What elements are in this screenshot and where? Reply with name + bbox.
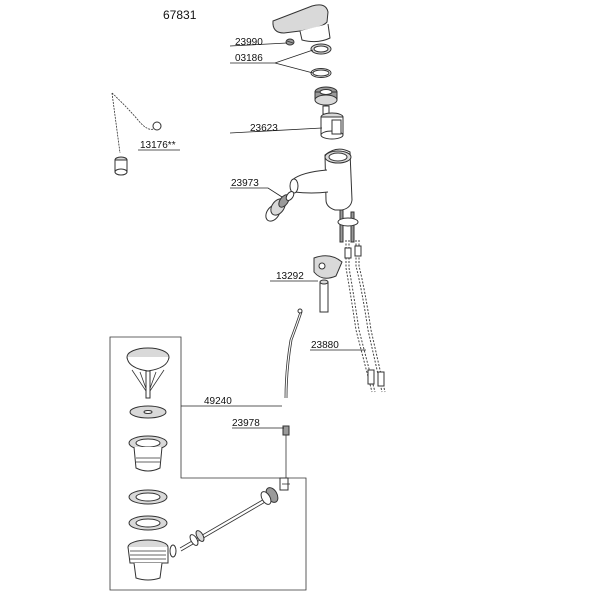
popup-body-part <box>127 539 177 581</box>
chain-plug-part <box>111 92 162 176</box>
pivot-rod-part <box>179 487 279 552</box>
part-label-23973: 23973 <box>231 178 259 189</box>
lever-bracket-part <box>313 255 343 313</box>
strap-clip-part <box>279 477 290 491</box>
part-label-13176: 13176** <box>140 140 176 151</box>
popup-flange-part <box>128 435 168 472</box>
part-label-03186: 03186 <box>235 53 263 64</box>
handle-lever-part <box>272 4 331 43</box>
lift-rod-part <box>282 308 303 478</box>
cartridge-nut-part <box>314 86 338 106</box>
diagram-title: 67831 <box>163 8 197 22</box>
faucet-body-part <box>289 148 359 243</box>
leader-23990 <box>229 42 288 47</box>
popup-seal-part <box>129 405 167 419</box>
part-label-23990: 23990 <box>235 37 263 48</box>
part-label-13292: 13292 <box>276 271 304 282</box>
popup-cap-part <box>126 347 170 399</box>
flex-hoses-part <box>344 240 386 393</box>
leader-23973 <box>230 187 283 198</box>
aerator-part <box>265 191 295 222</box>
popup-waste-group-box <box>109 336 307 591</box>
popup-gaskets-part <box>128 489 168 531</box>
leader-23623 <box>229 127 323 134</box>
part-label-49240: 49240 <box>204 396 232 407</box>
part-label-23623: 23623 <box>250 123 278 134</box>
small-screw-part <box>285 38 295 46</box>
leader-03186 <box>230 49 314 74</box>
part-label-23880: 23880 <box>311 340 339 351</box>
cartridge-part <box>320 105 344 140</box>
part-label-23978: 23978 <box>232 418 260 429</box>
ring-parts <box>310 43 332 78</box>
